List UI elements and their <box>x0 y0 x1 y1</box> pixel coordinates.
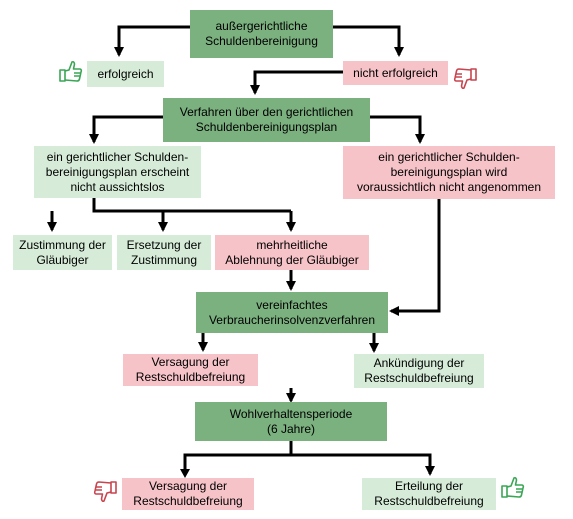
node-ablehnung: mehrheitliche Ablehnung der Gläubiger <box>215 235 369 270</box>
thumbs-up-icon <box>501 476 525 498</box>
node-nicht-angenommen: ein gerichtlicher Schulden- bereinigungs… <box>343 146 555 199</box>
node-nicht-erfolgreich: nicht erfolgreich <box>343 61 448 85</box>
node-aussergerichtlich: außergerichtliche Schuldenbereinigung <box>190 10 333 58</box>
arrow-to-aussichtslos <box>89 115 163 144</box>
node-ankuendigung: Ankündigung der Restschuldbefreiung <box>354 354 484 388</box>
node-verfahren: Verfahren über den gerichtlichen Schulde… <box>163 98 370 142</box>
arrow-to-nicht-erfolgreich <box>333 25 404 57</box>
node-vereinfacht: vereinfachtes Verbraucherinsolvenzverfah… <box>196 292 388 333</box>
node-aussichtslos: ein gerichtlicher Schulden- bereinigungs… <box>34 146 201 198</box>
thumbs-up-icon <box>59 60 83 82</box>
node-wohlverhalten: Wohlverhaltensperiode (6 Jahre) <box>195 402 387 441</box>
arrow-to-nicht-angenommen <box>370 115 425 144</box>
node-ersetzung: Ersetzung der Zustimmung <box>117 235 211 270</box>
thumbs-down-icon <box>453 68 477 90</box>
arrow-nicht-angenommen-to-vereinfacht <box>389 199 441 316</box>
arrow-branch-line <box>92 198 291 213</box>
node-versagung-1: Versagung der Restschuldbefreiung <box>123 354 258 386</box>
node-versagung-2: Versagung der Restschuldbefreiung <box>122 478 254 510</box>
arrow-to-erfolgreich <box>114 25 190 57</box>
thumbs-down-icon <box>93 481 117 503</box>
node-zustimmung: Zustimmung der Gläubiger <box>13 235 112 270</box>
node-erteilung: Erteilung der Restschuldbefreiung <box>362 478 496 510</box>
node-erfolgreich: erfolgreich <box>87 61 164 87</box>
arrow-final-branch <box>183 453 435 476</box>
arrow-to-verfahren <box>250 70 343 95</box>
